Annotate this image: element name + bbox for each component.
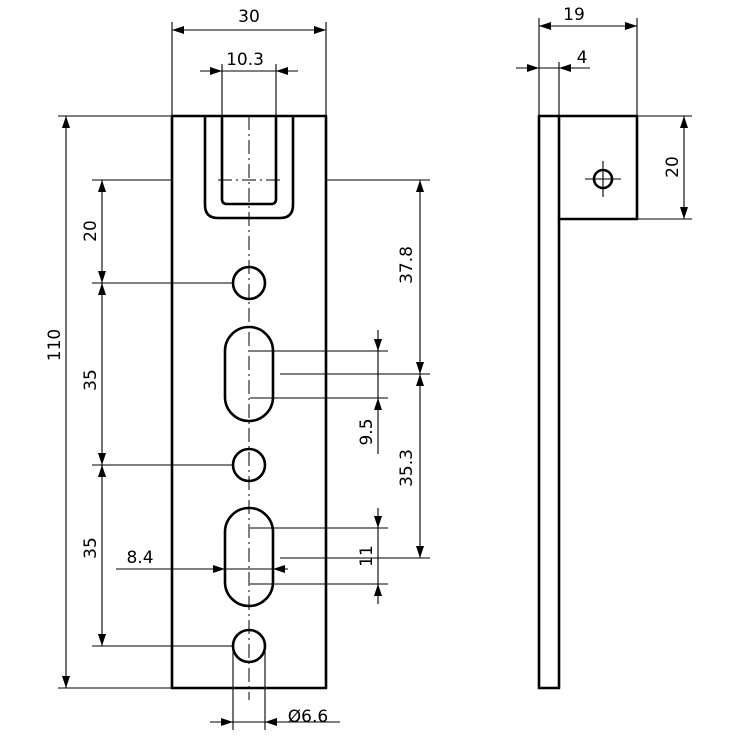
dim-side-thickness: 4 <box>516 48 590 116</box>
side-profile-outline <box>537 114 639 690</box>
dim-slot-width: 10.3 <box>200 50 298 116</box>
side-thickness-label: 4 <box>577 48 588 68</box>
slot-length-label: 9.5 <box>357 418 377 445</box>
dim-slot-length-bottom: 11 <box>250 508 388 604</box>
round-hole-1 <box>231 265 267 301</box>
dim-slot-length: 9.5 <box>250 330 388 454</box>
slot-pitch-label: 35.3 <box>397 449 417 487</box>
slot-length-bottom-label: 11 <box>357 545 377 567</box>
side-depth-label: 19 <box>563 5 585 25</box>
dim-right-chain: 37.8 35.3 <box>280 179 430 559</box>
slot-width-bottom-label: 8.4 <box>126 548 153 568</box>
dim-left-chain: 20 35 35 <box>81 179 232 647</box>
side-view: 19 4 20 <box>516 5 692 690</box>
front-view: 30 10.3 110 <box>45 7 430 730</box>
round-hole-2 <box>231 447 267 483</box>
elongated-slot-2 <box>223 506 275 608</box>
hole-diameter-label: Ø6.6 <box>288 707 328 727</box>
dim-hole-diameter: Ø6.6 <box>210 646 340 730</box>
elongated-slot-1 <box>223 325 275 423</box>
top-u-slot-inner <box>220 116 278 206</box>
slot-position-label: 37.8 <box>397 246 417 284</box>
dim-width: 30 <box>171 7 327 116</box>
hole-pitch-lower-label: 35 <box>81 537 101 559</box>
dim-slot-width-bottom: 8.4 <box>116 548 288 573</box>
hole-pitch-upper-label: 35 <box>81 369 101 391</box>
dim-side-tab-height: 20 <box>637 115 692 220</box>
slot-width-label: 10.3 <box>226 50 264 70</box>
total-height-label: 110 <box>45 329 65 361</box>
first-hole-offset-label: 20 <box>81 220 101 242</box>
dim-total-height: 110 <box>45 115 172 689</box>
width-label: 30 <box>238 7 260 27</box>
side-tab-height-label: 20 <box>663 156 683 178</box>
dim-side-depth: 19 <box>538 5 638 116</box>
